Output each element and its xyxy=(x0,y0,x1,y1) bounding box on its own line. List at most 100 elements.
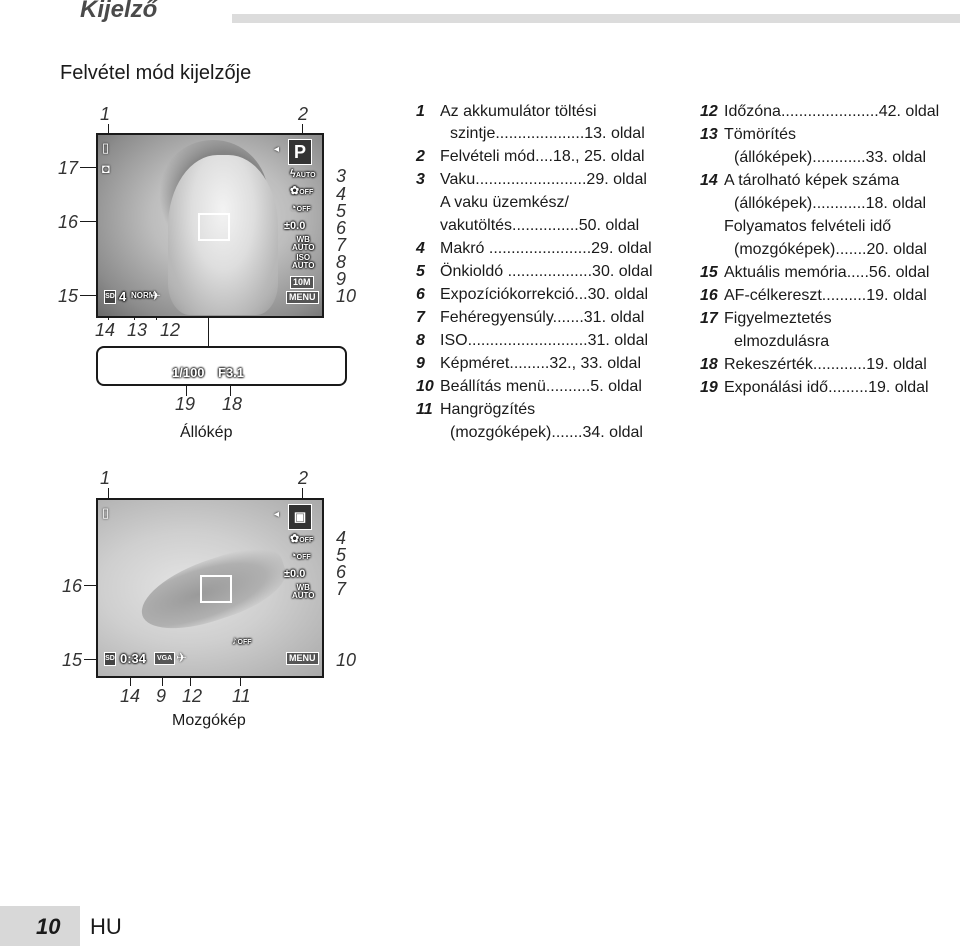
legend-continuation: (állóképek)............18. oldal xyxy=(734,195,927,212)
callout-4: 4 xyxy=(336,184,347,204)
callout-2: 2 xyxy=(298,104,309,124)
aperture-value: F3.1 xyxy=(218,365,245,380)
callout-9: 9 xyxy=(336,269,347,289)
subject-person xyxy=(168,155,278,315)
microphone-icon: ♪ xyxy=(232,635,238,647)
legend-continuation: A vaku üzemkész/ xyxy=(440,194,569,211)
menu-badge: MENU xyxy=(286,291,319,304)
lead-line xyxy=(302,488,303,500)
callout-15: 15 xyxy=(62,650,83,670)
image-size-badge: 10M xyxy=(290,276,314,289)
callout-2: 2 xyxy=(298,468,309,488)
lead-line xyxy=(130,670,131,686)
legend-continuation: (mozgóképek).......34. oldal xyxy=(450,424,643,441)
battery-icon: ▯ xyxy=(102,140,110,155)
shutter-speed: 1/100 xyxy=(172,365,205,380)
callout-12: 12 xyxy=(182,686,203,706)
lead-line xyxy=(190,670,191,686)
callout-16: 16 xyxy=(62,576,83,596)
callout-5: 5 xyxy=(336,201,347,221)
callout-1: 1 xyxy=(100,104,111,124)
self-timer-icon: ◔ xyxy=(290,202,297,214)
callout-1: 1 xyxy=(100,468,111,488)
lead-line xyxy=(80,295,98,296)
callout-19: 19 xyxy=(175,394,196,414)
header-bar xyxy=(232,14,960,23)
lead-line xyxy=(108,124,109,136)
callout-3: 3 xyxy=(336,166,347,186)
lead-line xyxy=(230,384,231,396)
callout-4: 4 xyxy=(336,528,347,548)
legend-continuation: Folyamatos felvételi idő xyxy=(724,218,892,235)
self-timer-mode: ◔OFF xyxy=(290,202,311,214)
sd-card-icon: SD xyxy=(104,652,116,666)
macro-icon: ✿ xyxy=(290,185,300,197)
lead-line xyxy=(162,670,163,686)
callout-6: 6 xyxy=(336,562,347,582)
sd-card-icon: SD xyxy=(104,290,116,304)
legend-continuation: elmozdulásra xyxy=(734,333,830,350)
page-number-box xyxy=(0,906,80,946)
legend-continuation: (állóképek)............33. oldal xyxy=(734,149,927,166)
callout-9: 9 xyxy=(156,686,167,706)
legend-continuation: (mozgóképek).......20. oldal xyxy=(734,241,927,258)
shooting-mode-badge: P xyxy=(288,139,312,165)
sound-recording: ♪OFF xyxy=(232,635,252,647)
callout-15: 15 xyxy=(58,286,79,306)
macro-mode: ✿OFF xyxy=(290,185,314,197)
callout-6: 6 xyxy=(336,218,347,238)
self-timer-icon: ◔ xyxy=(290,550,297,562)
movie-mode-icon: ▣ xyxy=(288,504,312,530)
menu-badge: MENU xyxy=(286,652,319,665)
mode-indicator-arrow-icon: ◂ xyxy=(274,144,280,155)
flash-icon: ϟ xyxy=(290,168,296,180)
lead-line xyxy=(84,659,98,660)
still-exposure-panel: 1/100 F3.1 xyxy=(96,346,347,386)
callout-8: 8 xyxy=(336,252,347,272)
callout-14: 14 xyxy=(120,686,141,706)
callout-16: 16 xyxy=(58,212,79,232)
exposure-compensation: ±0.0 xyxy=(284,220,306,232)
lead-line xyxy=(80,167,98,168)
mode-indicator-arrow-icon: ◂ xyxy=(274,509,280,520)
page-header-title: Kijelző xyxy=(80,0,158,23)
callout-12: 12 xyxy=(160,320,181,340)
compression-setting: NORM xyxy=(131,291,156,300)
movie-caption: Mozgókép xyxy=(172,712,246,729)
callout-5: 5 xyxy=(336,545,347,565)
section-title: Felvétel mód kijelzője xyxy=(60,62,252,84)
callout-17: 17 xyxy=(58,158,79,178)
callout-7: 7 xyxy=(336,235,347,255)
flash-mode: ϟAUTO xyxy=(290,168,316,180)
callout-13: 13 xyxy=(127,320,148,340)
callout-18: 18 xyxy=(222,394,243,414)
af-target-mark xyxy=(198,213,230,241)
af-target-mark xyxy=(200,575,232,603)
language-code: HU xyxy=(90,914,122,939)
callout-10: 10 xyxy=(336,650,357,670)
battery-icon: ▯ xyxy=(102,505,110,520)
macro-mode: ✿OFF xyxy=(290,533,314,545)
camera-shake-warning-icon: ◘ xyxy=(102,161,110,176)
airplane-world-time-icon: ✈ xyxy=(176,650,187,665)
